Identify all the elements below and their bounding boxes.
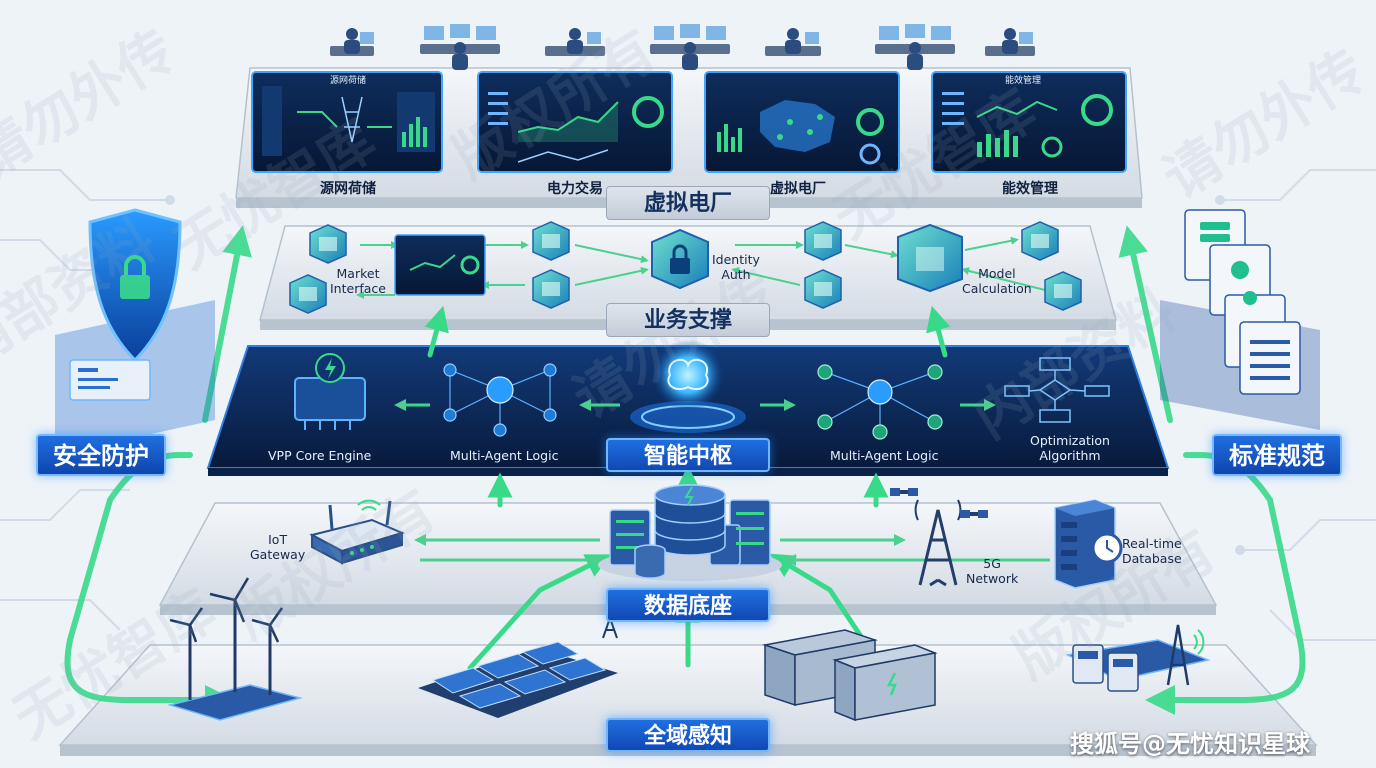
label-model-calculation: Model Calculation xyxy=(962,266,1032,296)
market-panel-icon xyxy=(394,234,486,296)
label-market-interface: Market Interface xyxy=(330,266,386,296)
tower-icon xyxy=(890,488,988,587)
screen-title: 能效管理 xyxy=(1005,76,1042,86)
database-icon xyxy=(1054,499,1123,589)
lock-cube-icon xyxy=(651,228,709,290)
label-identity-auth: Identity Auth xyxy=(712,252,760,282)
cube-icon xyxy=(1021,221,1059,261)
hub-icons xyxy=(294,339,1110,440)
smart-meter-icon xyxy=(1065,624,1211,692)
standards-documents-icon xyxy=(1160,209,1320,430)
layer-label-business: 业务支撑 xyxy=(606,303,770,337)
cube-icon xyxy=(289,274,327,314)
battery-container-icon xyxy=(762,629,938,722)
data-icons xyxy=(309,484,1123,589)
server-cluster-icon xyxy=(598,484,782,581)
brain-icon xyxy=(630,339,746,433)
perception-icons xyxy=(167,577,1211,722)
label-multi-agent-left: Multi-Agent Logic xyxy=(450,448,559,463)
tile-label-power-trading: 电力交易 xyxy=(547,181,603,197)
tile-label-source-grid: 源网荷储 xyxy=(320,181,376,197)
layer-label-data: 数据底座 xyxy=(606,588,770,622)
layer-label-vpp: 虚拟电厂 xyxy=(606,186,770,220)
cube-icon xyxy=(309,224,347,264)
business-nodes xyxy=(289,221,1082,314)
agent-network-icon xyxy=(443,363,557,437)
satellite-icon xyxy=(960,510,988,518)
router-icon xyxy=(309,499,405,565)
layer-label-perception: 全域感知 xyxy=(606,718,770,752)
data-flow-arrows xyxy=(414,534,1050,566)
cube-icon xyxy=(532,221,570,261)
wind-turbine-icon xyxy=(167,577,303,721)
label-iot-gateway: IoT Gateway xyxy=(250,532,306,562)
operator-desks xyxy=(330,24,1035,70)
solar-panel-icon xyxy=(418,614,618,718)
label-realtime-db: Real-time Database xyxy=(1122,536,1182,566)
model-cube-icon xyxy=(897,223,963,293)
security-shield-icon xyxy=(55,208,215,455)
footer-source: 搜狐号@无忧知识星球 xyxy=(1070,730,1310,758)
tile-label-energy-efficiency: 能效管理 xyxy=(1002,181,1058,197)
label-multi-agent-right: Multi-Agent Logic xyxy=(830,448,939,463)
label-5g-network: 5G Network xyxy=(966,556,1019,586)
screen-source-grid xyxy=(251,71,443,173)
screen-power-trading xyxy=(477,71,673,173)
tile-label-vpp: 虚拟电厂 xyxy=(770,181,826,197)
label-vpp-core: VPP Core Engine xyxy=(268,448,372,463)
side-label-security: 安全防护 xyxy=(36,434,166,476)
screen-title: 源网荷储 xyxy=(330,76,367,86)
label-optimization: Optimization Algorithm xyxy=(1030,433,1110,463)
side-label-standards: 标准规范 xyxy=(1212,434,1342,476)
agent-network-right-icon xyxy=(817,364,943,440)
cube-icon xyxy=(1044,271,1082,311)
cube-icon xyxy=(532,269,570,309)
vpp-chip-icon xyxy=(294,353,366,430)
flowchart-icon xyxy=(1004,357,1110,423)
cube-icon xyxy=(804,269,842,309)
vpp-screens xyxy=(251,24,1127,173)
screen-vpp-map xyxy=(704,71,900,173)
layer-label-hub: 智能中枢 xyxy=(606,438,770,472)
cube-icon xyxy=(804,221,842,261)
satellite-icon xyxy=(890,488,918,496)
screen-energy-efficiency xyxy=(931,71,1127,173)
business-flow-arrows xyxy=(356,236,1046,299)
